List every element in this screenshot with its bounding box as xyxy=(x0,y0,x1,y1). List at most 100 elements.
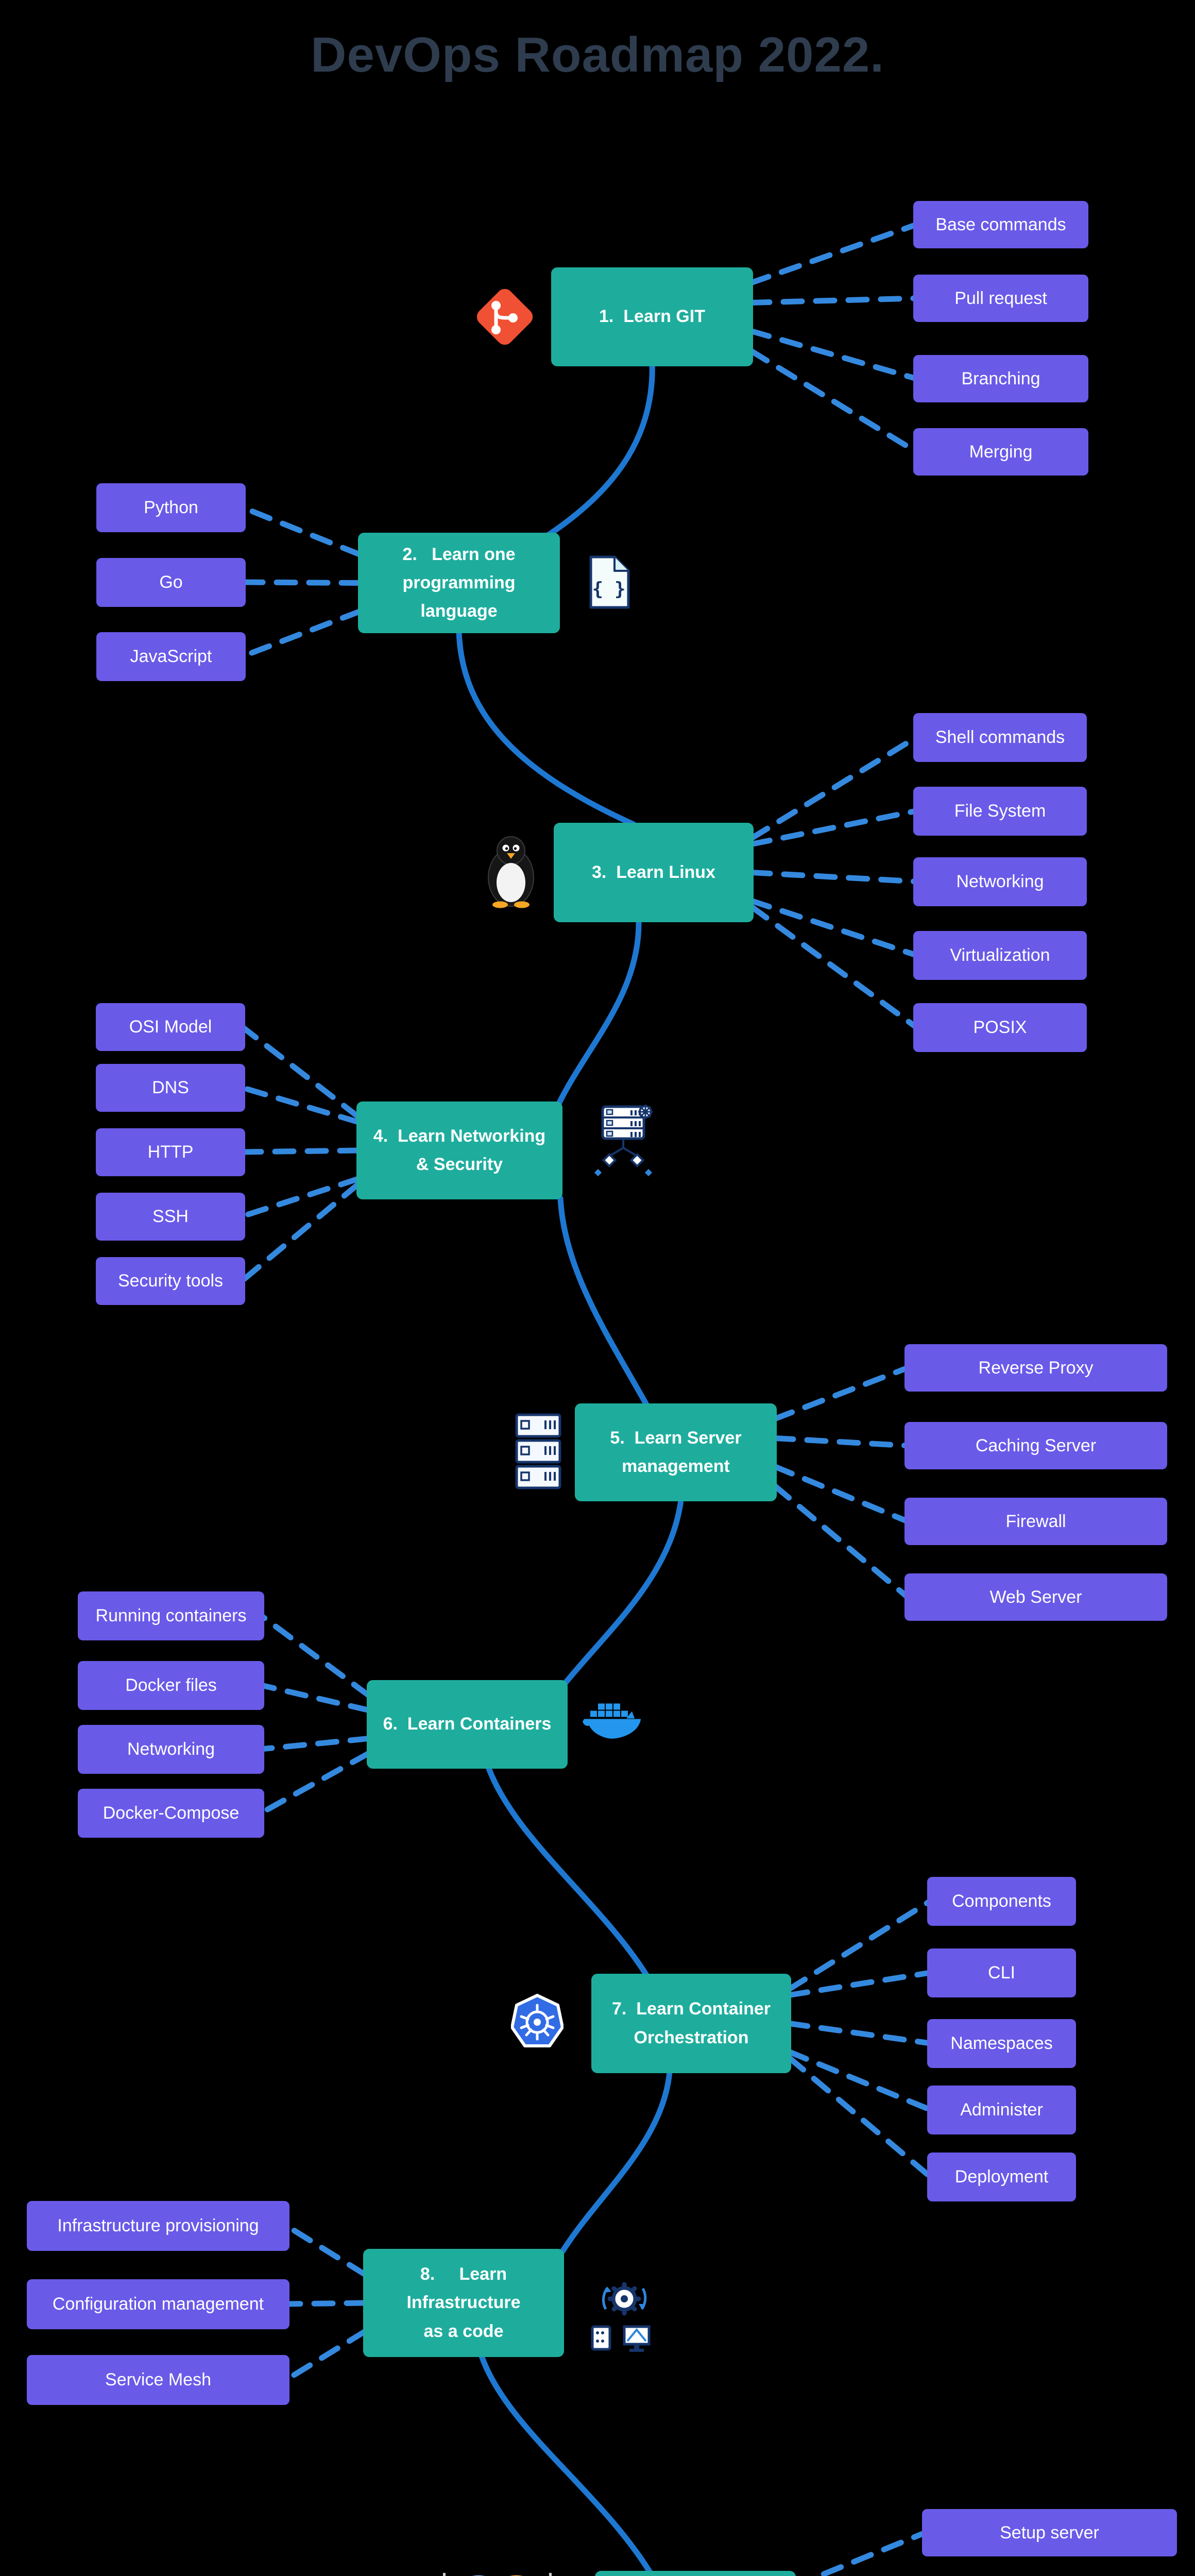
branch-label: Caching Server xyxy=(975,1435,1097,1455)
step-box-3: 3. Learn Linux xyxy=(554,823,754,922)
branch-box: Namespaces xyxy=(927,2019,1076,2068)
branch-box: Configuration management xyxy=(27,2279,289,2329)
dashed-connector xyxy=(748,898,919,958)
branch-box: Caching Server xyxy=(904,1422,1167,1469)
dashed-connector xyxy=(239,1181,362,1284)
branch-label: Components xyxy=(952,1891,1051,1911)
branch-box: Running containers xyxy=(78,1591,264,1640)
branch-box: Components xyxy=(927,1876,1076,1926)
step-box-6: 6. Learn Containers xyxy=(367,1680,568,1769)
branch-box: Deployment xyxy=(927,2152,1076,2201)
step-label-line: language xyxy=(420,601,498,621)
branch-label: Networking xyxy=(127,1739,215,1759)
dashed-connector xyxy=(283,2328,368,2383)
branch-label: SSH xyxy=(152,1206,189,1226)
dashed-connector xyxy=(283,2300,368,2307)
branch-box: Pull request xyxy=(913,275,1088,322)
branch-label: Web Server xyxy=(989,1587,1082,1607)
cicd-infinity-icon xyxy=(442,2567,553,2576)
dashed-connector xyxy=(748,222,919,286)
branch-box: Docker files xyxy=(78,1660,264,1710)
step-box-9: 9. Learn CI/CD xyxy=(595,2571,796,2576)
step-box-4: 4. Learn Networking& Security xyxy=(356,1101,562,1199)
branch-label: Infrastructure provisioning xyxy=(57,2215,259,2235)
dashed-connector xyxy=(772,1464,911,1524)
branch-label: Go xyxy=(159,572,183,592)
branch-label: Docker files xyxy=(125,1675,217,1695)
branch-label: Namespaces xyxy=(950,2033,1053,2053)
dashed-connector xyxy=(748,808,919,847)
step-label-line: management xyxy=(622,1456,730,1476)
dashed-connector xyxy=(748,328,919,382)
branch-box: Web Server xyxy=(904,1573,1167,1621)
dashed-connector xyxy=(786,2055,933,2180)
dashed-connector xyxy=(258,1613,372,1699)
step-label-line: Orchestration xyxy=(634,2027,749,2047)
server-rack-icon xyxy=(507,1412,569,1492)
branch-box: CLI xyxy=(927,1948,1076,1997)
branch-box: File System xyxy=(913,786,1087,836)
branch-box: OSI Model xyxy=(96,1003,245,1051)
dashed-connector xyxy=(258,1736,372,1752)
branch-label: Pull request xyxy=(954,288,1047,308)
branch-box: Reverse Proxy xyxy=(904,1344,1167,1392)
dashed-connector xyxy=(258,1750,372,1816)
dashed-connector xyxy=(748,295,919,306)
branch-box: Python xyxy=(96,483,246,532)
code-file-icon: { } xyxy=(585,554,634,611)
network-security-icon xyxy=(590,1103,657,1180)
branch-label: Base commands xyxy=(935,214,1066,234)
branch-box: SSH xyxy=(96,1192,245,1241)
branch-label: Setup server xyxy=(1000,2522,1099,2543)
branch-box: Virtualization xyxy=(913,930,1087,980)
step-label-line: 1. Learn GIT xyxy=(599,307,705,327)
branch-label: File System xyxy=(954,801,1046,821)
branch-label: Shell commands xyxy=(935,727,1065,747)
step-label-line: 2. Learn one xyxy=(402,544,516,564)
branch-label: POSIX xyxy=(973,1017,1027,1037)
branch-label: Reverse Proxy xyxy=(978,1358,1094,1378)
branch-label: CLI xyxy=(988,1962,1015,1982)
branch-label: Docker-Compose xyxy=(103,1803,240,1823)
branch-box: Service Mesh xyxy=(27,2354,289,2405)
branch-label: Security tools xyxy=(117,1270,224,1291)
git-icon xyxy=(471,281,538,353)
branch-box: Administer xyxy=(927,2085,1076,2134)
branch-box: Branching xyxy=(913,355,1088,402)
iac-icon xyxy=(587,2277,657,2354)
dashed-connector xyxy=(786,1970,933,1998)
step-label-line: 7. Learn Container xyxy=(612,1999,771,2019)
branch-box: Security tools xyxy=(96,1257,245,1305)
step-label-line: programming xyxy=(402,572,516,592)
branch-box: Setup server xyxy=(922,2509,1177,2556)
dashed-connector xyxy=(748,734,919,841)
branch-label: Configuration management xyxy=(52,2294,264,2314)
step-label-line: 3. Learn Linux xyxy=(592,862,715,882)
branch-label: Virtualization xyxy=(950,945,1050,965)
dashed-connector xyxy=(772,1435,911,1449)
dashed-connector xyxy=(786,2021,933,2046)
branch-label: Running containers xyxy=(95,1605,247,1625)
branch-label: Merging xyxy=(969,442,1033,462)
dashed-connector xyxy=(748,904,919,1030)
branch-label: Python xyxy=(144,497,198,517)
branch-label: Networking xyxy=(956,871,1044,891)
docker-icon xyxy=(582,1686,646,1755)
dashed-connector xyxy=(239,1176,362,1219)
step-label-line: 4. Learn Networking xyxy=(373,1126,546,1146)
dashed-connector xyxy=(811,2530,928,2576)
branch-label: Branching xyxy=(961,368,1040,388)
dashed-connector xyxy=(283,2223,368,2278)
main-roadmap-path xyxy=(456,358,684,2575)
step-box-2: 2. Learn one programming language xyxy=(358,533,560,633)
branch-label: OSI Model xyxy=(129,1016,212,1037)
branch-label: HTTP xyxy=(147,1142,194,1162)
dashed-connector xyxy=(786,1898,933,1992)
branch-box: Infrastructure provisioning xyxy=(27,2200,289,2251)
branch-label: JavaScript xyxy=(130,646,212,666)
